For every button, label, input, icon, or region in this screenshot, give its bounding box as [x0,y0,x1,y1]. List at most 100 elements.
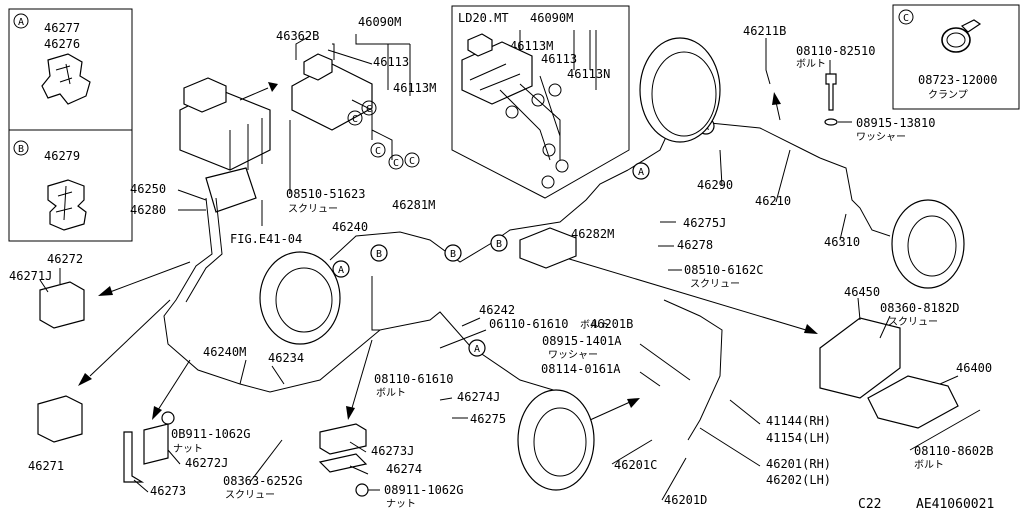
ld20-part-main: 46090M [530,11,573,25]
brake-booster-icon [639,37,721,143]
label-46234: 46234 [268,351,304,365]
front-rotor-right-icon [517,389,595,491]
label-08360-8182D-note: スクリュー [888,316,938,328]
label-08114-0161A: 08114-0161A [541,362,621,376]
label-46271: 46271 [28,459,64,473]
label-46240: 46240 [332,220,368,234]
label-46201C: 46201C [614,458,657,472]
label-46290: 46290 [697,178,733,192]
svg-text:C: C [366,104,372,115]
arrow-1 [239,82,278,101]
rear-drum-icon [891,199,965,289]
label-06110-61610-note: ボルト [580,319,610,331]
inset-a-part1: 46277 [44,21,80,35]
ld20-box: LD20.MT 46090M 46113M 46113 46113N [451,5,630,199]
nut-2-icon [355,483,369,497]
callout-b-3: B [490,234,508,252]
ld20-p1: 46113M [510,39,553,53]
label-46202: 46202(LH) [766,473,831,487]
callout-a-2: A [632,162,650,180]
clip-b-part-icon [47,179,87,231]
svg-text:C: C [375,146,381,157]
inset-c-box: C 08723-12000 クランプ [892,4,1020,110]
label-46210: 46210 [755,194,791,208]
label-46211B: 46211B [743,24,786,38]
clip-46273J-icon [319,423,367,455]
label-46278: 46278 [677,238,713,252]
svg-text:B: B [450,249,456,260]
label-08911-1062G: 08911-1062G [384,483,463,497]
inset-c-letter: C [903,13,909,24]
label-46275J: 46275J [683,216,726,230]
label-08510-51623-note: スクリュー [288,203,338,215]
arrow-6 [565,257,818,334]
label-08915-1401A: 08915-1401A [542,334,622,348]
callout-c-2: C [361,100,377,116]
ld20-reservoir-icon [461,33,533,105]
label-46090M: 46090M [358,15,401,29]
label-08110-61610-note: ボルト [376,387,406,399]
ld20-title: LD20.MT [458,11,509,25]
clip-46272J-icon [143,423,169,465]
label-06110-61610: 06110-61610 [489,317,568,331]
label-08110-61610: 08110-61610 [374,372,453,386]
label-46275: 46275 [470,412,506,426]
inset-a-box: A 46277 46276 [8,8,133,131]
label-08363-6252G: 08363-6252G [223,474,302,488]
ld20-p3: 46113N [567,67,610,81]
footer-page: C22 [858,497,881,512]
washer-icon [824,118,838,126]
svg-text:C: C [352,114,358,125]
label-46250: 46250 [130,182,166,196]
label-08510-51623: 08510-51623 [286,187,365,201]
footer-code: AE41060021 [916,497,994,512]
label-46282M: 46282M [571,227,614,241]
arrow-4 [152,359,191,420]
label-46242: 46242 [479,303,515,317]
inset-b-letter: B [18,144,24,155]
inset-a-part2: 46276 [44,37,80,51]
label-0B911-1062G: 0B911-1062G [171,427,250,441]
callout-c-4: C [388,154,404,170]
svg-text:A: A [474,344,480,355]
master-cylinder-icon [179,77,271,213]
label-41154: 41154(LH) [766,431,831,445]
label-08510-6162C: 08510-6162C [684,263,763,277]
nut-icon [161,411,175,425]
label-fig-e41-04: FIG.E41-04 [230,232,302,246]
callout-a-3: A [332,260,350,278]
callout-a-4: A [468,339,486,357]
callout-b-2: B [444,244,462,262]
label-46310: 46310 [824,235,860,249]
callout-c-3: C [370,142,386,158]
label-46274: 46274 [386,462,422,476]
label-46201D: 46201D [664,493,707,507]
label-08360-8182D: 08360-8182D [880,301,959,315]
label-0B911-1062G-note: ナット [173,443,203,455]
arrow-3 [78,299,171,386]
leader-lines [39,34,981,501]
label-46281M: 46281M [392,198,435,212]
label-08915-1401A-note: ワッシャー [548,350,598,361]
clamp-icon [941,19,982,53]
svg-text:B: B [376,249,382,260]
clip-46272-icon [39,281,85,329]
svg-text:C: C [409,156,415,167]
svg-text:A: A [338,265,344,276]
label-46280: 46280 [130,203,166,217]
label-08911-1062G-note: ナット [386,498,416,510]
inset-b-box: B 46279 [8,129,133,242]
label-46274J: 46274J [457,390,500,404]
callout-b-1: B [370,244,388,262]
label-46273: 46273 [150,484,186,498]
arrow-2 [98,261,191,296]
inset-b-part1: 46279 [44,149,80,163]
label-46273J: 46273J [371,444,414,458]
caliper-bracket-icon [819,317,901,399]
callout-c-5: C [404,152,420,168]
label-46271J: 46271J [9,269,52,283]
clip-a-part-icon [41,53,91,105]
label-08110-82510-note: ボルト [796,58,826,70]
